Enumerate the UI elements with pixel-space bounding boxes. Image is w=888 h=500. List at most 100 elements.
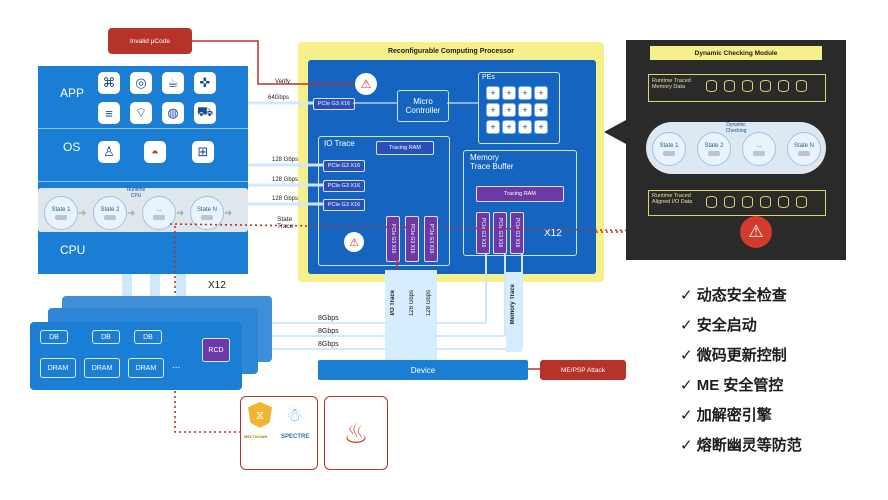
dram-chip: DRAM	[84, 358, 120, 378]
os-label: OS	[63, 140, 81, 154]
dcm-io-cell	[760, 196, 771, 208]
app-os-divider	[38, 128, 248, 129]
meltdown-logo: ⧖	[248, 402, 272, 428]
gbps128-vlabel: 128 Gbps	[409, 290, 415, 317]
pcie-port-3: PCIe G3 X16	[323, 199, 365, 211]
wechat-icon: ◍	[162, 102, 184, 124]
label-8gbps-2: 8Gbps	[318, 328, 339, 335]
state-chip	[753, 150, 765, 156]
state-arrow-1: ➜	[78, 208, 87, 219]
check-icon: ✓	[680, 377, 693, 394]
meltdown-label: MELTDOWN	[244, 434, 268, 439]
io-trace-box	[318, 136, 450, 266]
db-chip: DB	[40, 330, 68, 344]
cpu-state-1: State 1	[44, 196, 78, 230]
check-icon: ✓	[680, 347, 693, 364]
label-8gbps-1: 8Gbps	[318, 315, 339, 322]
state-label: ...	[156, 206, 162, 213]
dram-chip: DRAM	[128, 358, 164, 378]
io-trace-port-3: PCIe G3 X16	[424, 216, 438, 262]
state-label: State 2	[100, 206, 120, 213]
dcm-io-cell	[796, 196, 807, 208]
dram-chip: DRAM	[40, 358, 76, 378]
label-128gbps-c: 128 Gbps	[272, 196, 299, 202]
dcm-memory-row	[648, 74, 826, 102]
invalid-ucode-box: Invalid µCode	[108, 28, 192, 54]
bullet-text: 安全启动	[696, 317, 757, 334]
dcm-state-2: State 2	[697, 132, 731, 166]
state-arrow-2: ➜	[127, 208, 136, 219]
memory-trace-vlabel: Memory Trace	[510, 284, 516, 325]
io-trace-vlabel: I/O Trace	[390, 290, 396, 316]
bullet-text: 动态安全检查	[696, 287, 787, 304]
state-trace-label: State Trace	[277, 216, 294, 230]
dcm-io-cell	[778, 196, 789, 208]
io-trace-port-1: PCIe G3 X16	[386, 216, 400, 262]
device-bar: Device	[318, 360, 528, 380]
memory-trace-box	[463, 150, 577, 256]
dcm-memory-label: Runtime Traced Memory Data	[652, 78, 691, 90]
label-64gbps: 64Gbps	[268, 95, 290, 101]
feature-bullet: ✓ 加解密引擎	[680, 404, 772, 425]
pes-label: PEs	[482, 74, 495, 81]
chrome-icon: ◎	[130, 72, 152, 94]
dcm-title: Dynamic Checking Module	[650, 46, 822, 60]
state-label: State N	[196, 206, 217, 213]
me-psp-attack-box: ME/PSP Attack	[540, 360, 626, 380]
db-chip: DB	[92, 330, 120, 344]
pe-cell: +	[486, 120, 500, 134]
warning-icon: ⚠	[355, 73, 377, 95]
state-label: State 1	[659, 142, 679, 149]
feature-bullet: ✓ 安全启动	[680, 314, 757, 335]
dcm-checking-label: Dynamic Checking	[725, 122, 747, 134]
dcm-state-n: State N	[787, 132, 821, 166]
redhat-icon: ◓	[144, 141, 166, 163]
check-icon: ✓	[680, 287, 693, 304]
dcm-pointer	[604, 120, 626, 144]
dcm-mem-cell	[706, 80, 717, 92]
x12-label: X12	[544, 228, 562, 239]
rcp-title: Reconfigurable Computing Processor	[387, 47, 515, 55]
runtime-cpu-label: Runtime CPU	[126, 187, 146, 199]
linux-icon: ♙	[98, 141, 120, 163]
check-icon: ✓	[680, 407, 693, 424]
rcd-chip: RCD	[202, 338, 230, 362]
io-trace-label: IO Trace	[324, 139, 355, 148]
os-cpu-divider	[38, 181, 248, 182]
dcm-warning-icon: ⚠	[740, 216, 772, 248]
cpu-state-n: State N	[190, 196, 224, 230]
pcie-port-1: PCIe G3 X16	[323, 160, 365, 172]
state-label: State 1	[51, 206, 71, 213]
mem-trace-port-3: PCIe G3 X16	[510, 212, 524, 254]
pe-cell: +	[518, 103, 532, 117]
state-chip	[153, 214, 165, 220]
cpu-state-ellipsis: ...	[142, 196, 176, 230]
label-128gbps-a: 128 Gbps	[272, 157, 299, 163]
io-tracing-ram: Tracing RAM	[376, 141, 434, 155]
meltdown-spectre-panel	[240, 396, 318, 470]
bullet-text: 加解密引擎	[696, 407, 772, 424]
dram-ellipsis: ...	[172, 360, 181, 371]
dcm-mem-cell	[796, 80, 807, 92]
state-chip	[55, 214, 67, 220]
state-chip	[104, 214, 116, 220]
state-chip	[663, 150, 675, 156]
spectre-logo: ☃	[285, 404, 303, 425]
pe-cell: +	[534, 86, 548, 100]
state-chip	[708, 150, 720, 156]
memory-trace-label: Memory Trace Buffer	[470, 153, 514, 171]
app-label: APP	[60, 86, 85, 100]
bullet-text: ME 安全管控	[696, 377, 784, 394]
state-label: State 2	[704, 142, 724, 149]
app-icon: ⌘	[98, 72, 120, 94]
burning-chip-panel: ♨	[324, 396, 388, 470]
cpu-x12-label: X12	[208, 280, 226, 291]
warning-icon-rcp: ⚠	[344, 232, 364, 252]
dcm-state-1: State 1	[652, 132, 686, 166]
spectre-label: SPECTRE	[281, 434, 310, 440]
check-icon: ✓	[680, 437, 693, 454]
wifi-icon: ⌔	[130, 102, 152, 124]
bullet-text: 微码更新控制	[696, 347, 787, 364]
cpu-state-2: State 2	[93, 196, 127, 230]
pe-cell: +	[502, 86, 516, 100]
